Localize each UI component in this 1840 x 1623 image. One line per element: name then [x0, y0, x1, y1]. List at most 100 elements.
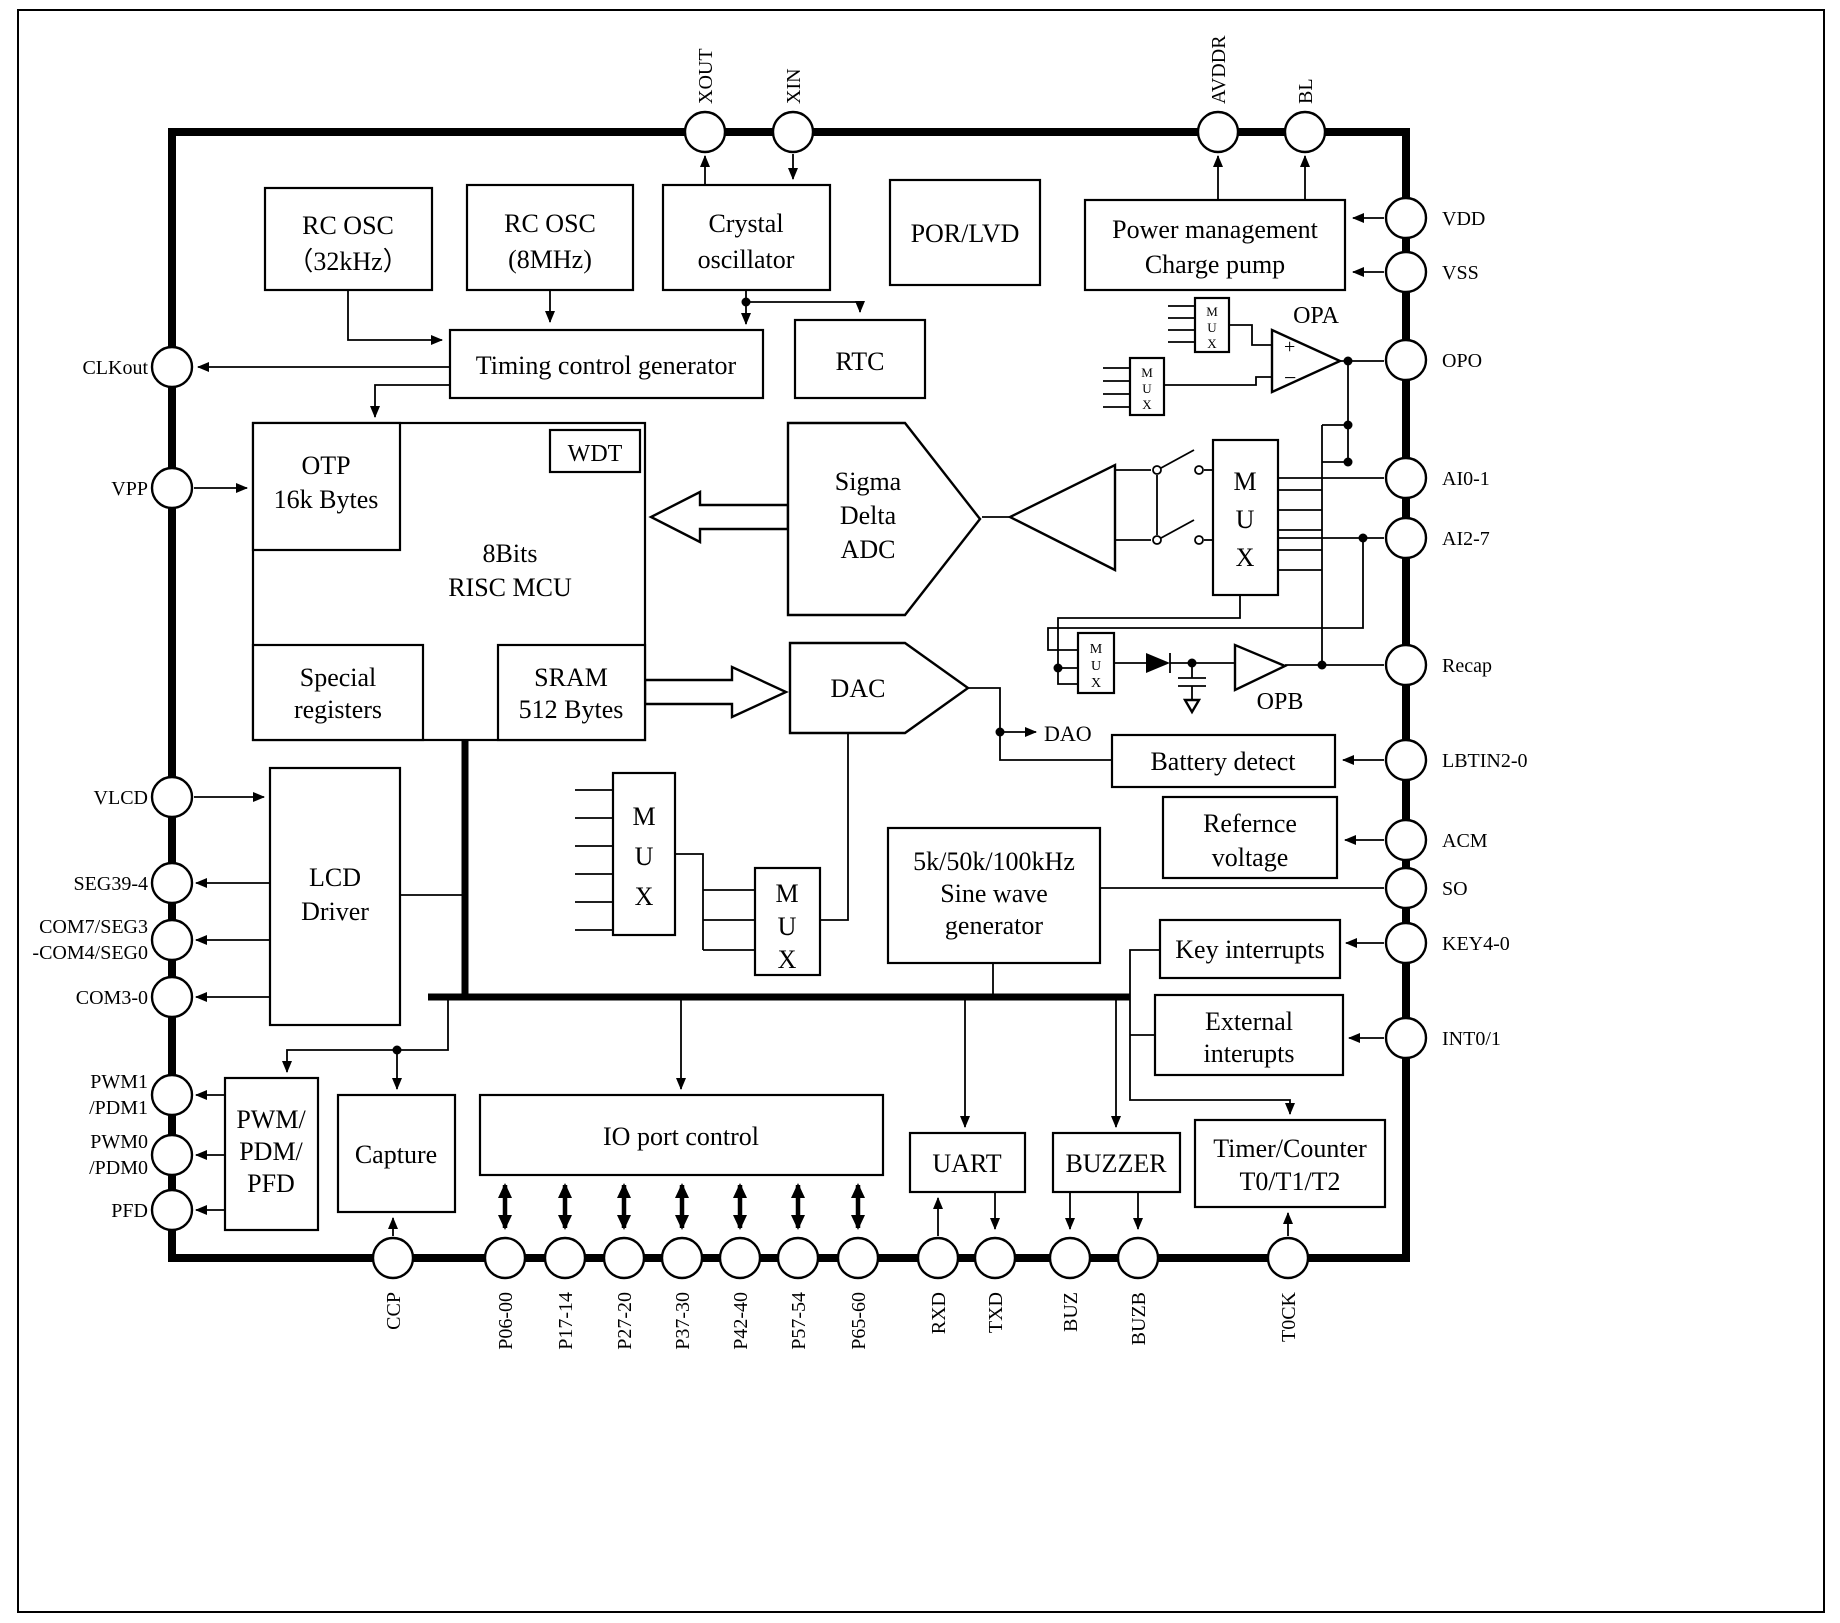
pin-ai0-1: [1384, 456, 1428, 500]
pin-p42-40: [718, 1236, 762, 1280]
mcu-label: 8Bits: [483, 539, 538, 568]
pwm-label: PFD: [247, 1169, 295, 1198]
pin-t0ck: [1266, 1236, 1310, 1280]
rc-osc-32k-label: RC OSC: [302, 211, 394, 240]
pin-bl: [1283, 110, 1327, 154]
adc-to-mcu-arrow: [648, 490, 790, 544]
pin-ai2-7: [1384, 516, 1428, 560]
pin-int0-1: [1384, 1016, 1428, 1060]
pin-so: [1384, 866, 1428, 910]
pin-label-txd: TXD: [985, 1292, 1007, 1333]
crystal-oscillator-box: [661, 183, 832, 292]
junction-dot: [1343, 457, 1353, 467]
wire: [1129, 997, 1295, 1115]
wire: [675, 853, 704, 950]
switch-contact: [1194, 535, 1204, 545]
pin-label-p27-20: P27-20: [614, 1292, 636, 1350]
wire: [968, 687, 1001, 732]
sine-generator-label: 5k/50k/100kHz: [913, 847, 1075, 876]
pin-label-com4-seg0: -COM4/SEG0: [32, 942, 148, 964]
pin-lbtin: [1384, 738, 1428, 782]
switch-contact: [1152, 465, 1162, 475]
pin-xout: [683, 110, 727, 154]
pin-label-p42-40: P42-40: [730, 1292, 752, 1350]
wdt-label: WDT: [568, 441, 623, 467]
battery-detect-box: [1110, 733, 1337, 789]
pin-label-bl: BL: [1295, 78, 1317, 104]
wire: [1229, 324, 1272, 346]
pin-label-ai2-7: AI2-7: [1442, 528, 1490, 550]
pin-p27-20: [602, 1236, 646, 1280]
timer-counter-box: [1193, 1118, 1387, 1209]
adc-label: Sigma: [835, 467, 902, 496]
wire: [347, 290, 443, 345]
otp-label: 16k Bytes: [274, 485, 379, 514]
pin-label-vss: VSS: [1442, 262, 1479, 284]
crystal-label: oscillator: [698, 245, 795, 274]
buzzer-label: BUZZER: [1065, 1149, 1167, 1178]
pin-p06-00: [483, 1236, 527, 1280]
pin-label-vpp: VPP: [111, 478, 148, 500]
pga-amplifier-triangle: [1007, 463, 1117, 572]
lcd-driver-label: LCD: [309, 863, 361, 892]
sigma-delta-adc-shape: [786, 421, 982, 617]
buzzer-box: [1051, 1131, 1182, 1194]
pin-label-pdm0: /PDM0: [89, 1157, 148, 1179]
pin-label-com7-seg3: COM7/SEG3: [39, 916, 148, 938]
timer-counter-label: T0/T1/T2: [1239, 1167, 1340, 1196]
pin-xin: [771, 110, 815, 154]
pin-avddr: [1196, 110, 1240, 154]
rc-osc-32k-label: （32kHz）: [287, 247, 408, 276]
pin-txd: [973, 1236, 1017, 1280]
pin-label-p65-60: P65-60: [848, 1292, 870, 1350]
pin-label-seg39-4: SEG39-4: [74, 873, 148, 895]
external-interrupts-label: interupts: [1204, 1039, 1295, 1068]
dao-label: DAO: [1044, 721, 1092, 746]
pin-p57-54: [776, 1236, 820, 1280]
junction-dot: [741, 297, 751, 307]
pin-pfd: [150, 1188, 194, 1232]
timer-counter-label: Timer/Counter: [1213, 1134, 1367, 1163]
sine-generator-box: [886, 826, 1102, 965]
wire: [1160, 519, 1195, 539]
wire: [370, 384, 450, 418]
sram-to-dac-arrow: [643, 665, 789, 719]
sine-generator-label: generator: [945, 911, 1044, 940]
wire: [282, 997, 449, 1073]
wire: [1160, 449, 1195, 469]
pin-labels: XOUT XIN AVDDR BL VDD VSS OPO AI0-1 AI2-…: [32, 35, 1527, 1350]
wire: [820, 733, 849, 921]
external-interrupts-label: External: [1205, 1007, 1293, 1036]
pin-label-pwm1: PWM1: [90, 1071, 148, 1093]
lcd-driver-box: [268, 766, 402, 1027]
pin-clkout: [150, 345, 194, 389]
rc-osc-8m-box: [465, 183, 635, 292]
otp-label: OTP: [301, 451, 350, 480]
pwm-label: PDM/: [239, 1137, 303, 1166]
capture-box: [336, 1093, 457, 1214]
opa-mux-p-box: [1193, 296, 1231, 354]
wire: [1129, 949, 1160, 997]
pin-label-vdd: VDD: [1442, 208, 1485, 230]
io-port-control-label: IO port control: [603, 1122, 759, 1151]
opb-mux-box: [1076, 631, 1116, 695]
key-interrupts-box: [1158, 918, 1342, 980]
junction-dot: [1053, 663, 1063, 673]
opa-minus-label: −: [1284, 365, 1296, 390]
switch-contact: [1194, 465, 1204, 475]
opb-label: OPB: [1257, 689, 1304, 715]
pin-label-buz: BUZ: [1060, 1292, 1082, 1332]
pin-label-lbtin: LBTIN2-0: [1442, 750, 1528, 772]
wires: [194, 154, 1384, 1236]
junction-dot: [995, 727, 1005, 737]
junction-dot: [392, 1045, 402, 1055]
pin-label-int0-1: INT0/1: [1442, 1028, 1501, 1050]
rc-osc-8m-label: (8MHz): [508, 245, 592, 274]
pin-vdd: [1384, 196, 1428, 240]
pin-com3-0: [150, 975, 194, 1019]
